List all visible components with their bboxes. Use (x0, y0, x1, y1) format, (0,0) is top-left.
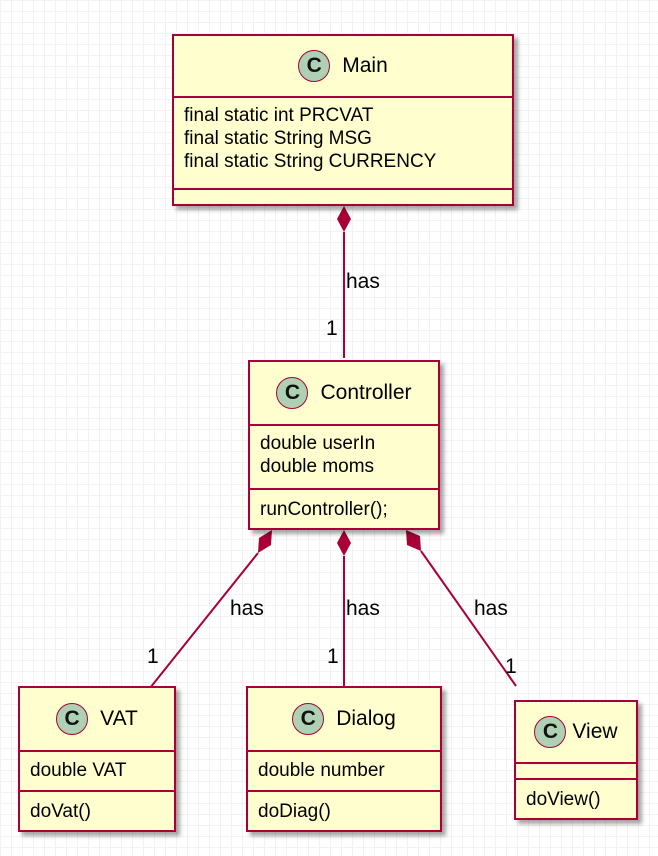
class-main-fields: final static int PRCVAT final static Str… (174, 98, 512, 190)
class-stereotype-icon: C (276, 377, 309, 409)
class-main-methods (174, 190, 512, 204)
relation-main-controller (337, 206, 351, 358)
class-vat[interactable]: C VAT double VAT doVat() (18, 686, 176, 832)
class-dialog-fields: double number (248, 752, 440, 792)
class-controller-fields: double userIn double moms (250, 426, 438, 490)
class-controller-header: C Controller (250, 362, 438, 426)
field: double VAT (30, 760, 127, 781)
class-controller[interactable]: C Controller double userIn double moms r… (248, 360, 440, 530)
field: final static String CURRENCY (184, 151, 437, 172)
class-view-header: C View (516, 702, 636, 764)
relation-label-controller-vat: has (230, 597, 264, 620)
method: doView() (526, 789, 601, 810)
class-view-fields (516, 764, 636, 780)
field: double number (258, 760, 385, 781)
class-stereotype-icon: C (292, 703, 325, 735)
composition-diamond (258, 530, 272, 553)
class-controller-name: Controller (320, 381, 412, 404)
class-view[interactable]: C View doView() (514, 700, 638, 820)
composition-diamond (337, 530, 351, 556)
class-stereotype-icon: C (56, 703, 89, 735)
multiplicity-controller-vat: 1 (147, 645, 159, 668)
class-vat-methods: doVat() (20, 792, 174, 826)
multiplicity-controller-dialog: 1 (327, 645, 339, 668)
method: runController(); (260, 499, 388, 520)
composition-diamond (337, 206, 351, 232)
composition-diamond (406, 530, 421, 551)
class-controller-methods: runController(); (250, 490, 438, 524)
relation-controller-vat (149, 530, 272, 689)
class-main-name: Main (342, 54, 388, 77)
relation-label-controller-dialog: has (346, 597, 380, 620)
class-vat-header: C VAT (20, 688, 174, 752)
relation-controller-dialog (337, 530, 351, 687)
class-main-header: C Main (174, 36, 512, 98)
method: doDiag() (258, 801, 331, 822)
field: final static int PRCVAT (184, 105, 374, 126)
class-main[interactable]: C Main final static int PRCVAT final sta… (172, 34, 514, 206)
method: doVat() (30, 801, 91, 822)
class-dialog-header: C Dialog (248, 688, 440, 752)
class-dialog[interactable]: C Dialog double number doDiag() (246, 686, 442, 832)
relation-controller-view (406, 530, 517, 687)
class-stereotype-icon: C (534, 716, 567, 748)
field: double moms (260, 456, 375, 477)
class-view-methods: doView() (516, 780, 636, 814)
class-vat-fields: double VAT (20, 752, 174, 792)
multiplicity-controller-view: 1 (505, 655, 517, 678)
multiplicity-main-controller: 1 (326, 317, 338, 340)
class-dialog-name: Dialog (336, 707, 396, 730)
class-view-name: View (572, 720, 618, 743)
relation-label-main-controller: has (346, 270, 380, 293)
class-vat-name: VAT (100, 707, 138, 730)
class-stereotype-icon: C (298, 50, 331, 82)
class-dialog-methods: doDiag() (248, 792, 440, 826)
field: final static String MSG (184, 128, 372, 149)
field: double userIn (260, 433, 376, 454)
relation-label-controller-view: has (474, 597, 508, 620)
